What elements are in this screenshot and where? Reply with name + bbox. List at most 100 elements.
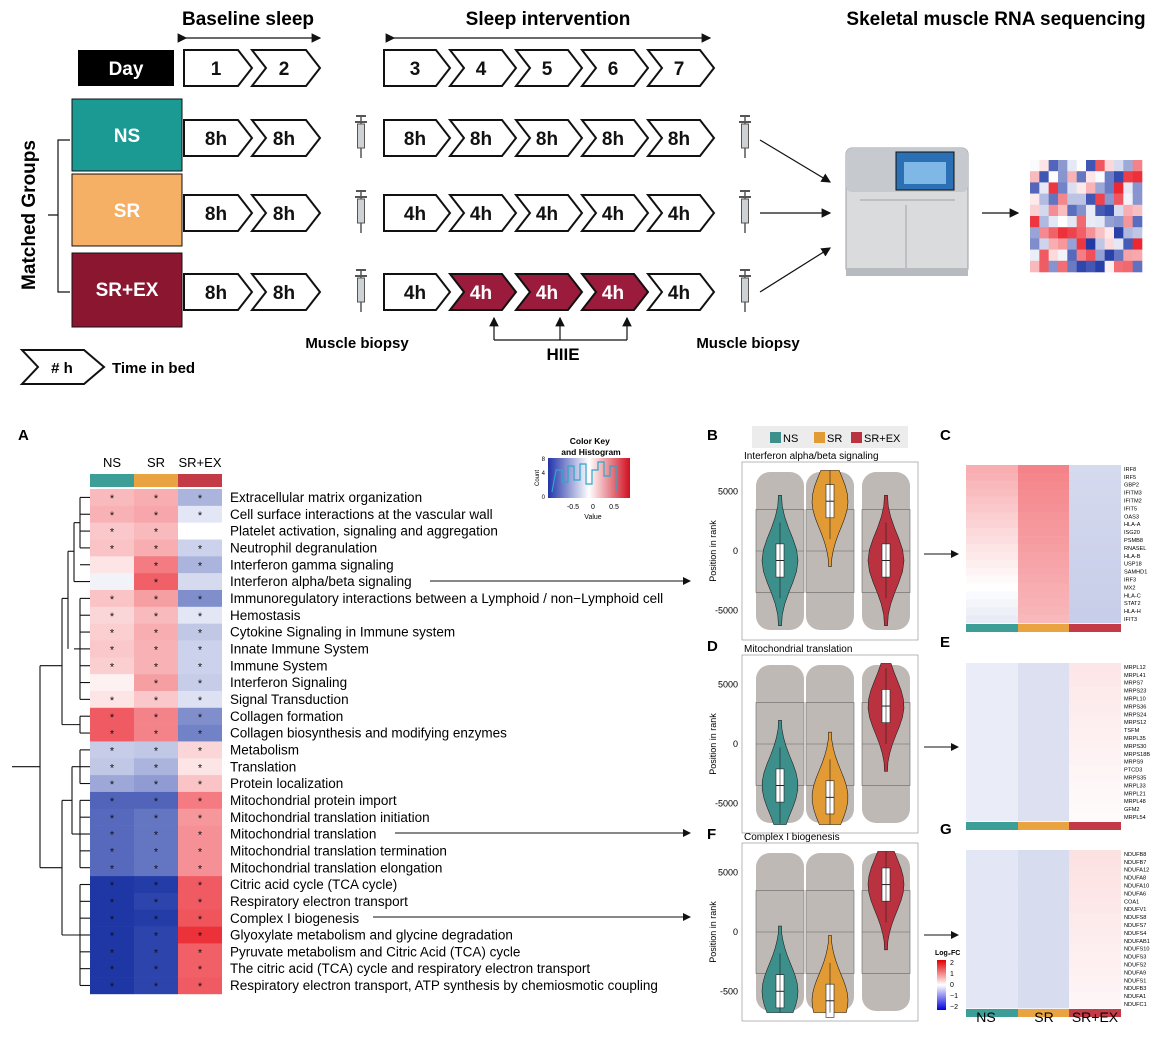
significance-star: * [154,644,159,656]
heatmap-cell [134,657,178,675]
gene-label: NDUFB8 [1124,852,1146,858]
gene-heatmap-cell [966,670,1018,680]
heatmap-cell [90,674,134,692]
significance-star: * [110,510,115,522]
sr-intervention-chevron-5 [645,194,716,232]
heatmap-cell [90,808,134,826]
thumbnail-cell [1104,193,1115,206]
gene-heatmap-cell [1018,504,1070,513]
gene-label: NDUFS7 [1124,923,1146,929]
color-key-ytick-4: 4 [542,471,546,477]
pathway-label: Mitochondrial translation [230,827,376,842]
gene-label: GBP2 [1124,483,1139,489]
gene-heatmap-cell [1069,567,1121,576]
thumbnail-cell [1058,227,1068,239]
heatmap-cell [178,674,222,692]
significance-star: * [154,846,159,858]
gene-label: IFITM3 [1124,491,1142,497]
day-intervention-chevron-4 [579,49,650,87]
sr-ex-baseline-chevron-label-1: 8h [205,283,227,304]
heatmap-cell [178,859,222,877]
gene-heatmap-cell [1018,512,1070,521]
gene-heatmap-cell [1069,992,1121,1001]
gene-heatmap-cell [1069,944,1121,953]
gene-label: NDUFA8 [1124,876,1146,882]
gene-column-color-bar [1069,822,1121,830]
group-label-ns: NS [114,126,140,147]
thumbnail-cell [1039,238,1049,250]
sr-ex-intervention-chevron-3 [513,273,584,311]
gene-heatmap-cell [1069,984,1121,993]
thumbnail-cell [1132,160,1143,172]
day-label-box [78,50,174,86]
gene-label: HLA-H [1124,609,1141,615]
significance-star: * [110,897,115,909]
thumbnail-cell [1104,216,1115,228]
significance-star: * [154,813,159,825]
gene-heatmap-cell [1069,472,1121,482]
thumbnail-cell [1058,216,1068,228]
thumbnail-cell [1030,238,1040,250]
gene-heatmap-cell [966,488,1018,497]
thumbnail-cell [1039,260,1049,273]
heatmap-cell [134,623,178,641]
legend-background [752,426,908,448]
significance-star: * [110,729,115,741]
gene-heatmap-cell [1069,575,1121,584]
pathway-label: Interferon gamma signaling [230,557,394,572]
gene-heatmap-cell [966,496,1018,505]
time-in-bed-label: Time in bed [112,360,195,377]
gene-heatmap-cell [1018,670,1070,680]
gene-label: MRPL10 [1124,697,1146,703]
significance-star: * [154,695,159,707]
gene-heatmap-cell [1018,897,1070,906]
gene-label: MX2 [1124,585,1136,591]
group-label-sr-ex: SR+EX [96,280,159,301]
gene-heatmap-cell [966,686,1018,695]
day-baseline-chevron-1 [183,49,254,87]
thumbnail-cell [1058,249,1068,262]
ns-intervention-chevron-label-5: 8h [668,129,690,150]
gene-label: NDUFAB1 [1124,939,1150,945]
thumbnail-cell [1039,182,1049,194]
heatmap-cell [90,640,134,658]
gene-label: HLA-A [1124,522,1141,528]
pathway-label: Immune System [230,658,328,673]
gene-heatmap-cell [1018,734,1070,743]
violin-ytick: 0 [733,546,738,556]
heatmap-cell [134,573,178,591]
pathway-label: Innate Immune System [230,641,369,656]
heatmap-cell [134,489,178,507]
day-intervention-chevron-label-2: 4 [476,59,487,80]
sr-baseline-chevron-2 [249,194,322,232]
thumbnail-cell [1104,249,1115,262]
gene-label: NDUFS2 [1124,963,1146,969]
significance-star: * [198,897,203,909]
day-baseline-chevron-2 [249,49,322,87]
thumbnail-cell [1104,260,1115,273]
gene-label: MRPS7 [1124,681,1143,687]
significance-star: * [154,560,159,572]
sr-intervention-chevron-label-1: 4h [404,204,426,225]
heatmap-cell [178,724,222,742]
panel-letter: D [707,638,718,655]
pathway-label: Mitochondrial translation elongation [230,860,442,875]
gene-panel-e: EMRPL12MRPL41MRPS7MRPS23MRPL10MRPS36MRPS… [940,634,1150,830]
significance-star: * [110,779,115,791]
significance-star: * [110,931,115,943]
gene-heatmap-cell [1018,984,1070,993]
day-intervention-chevron-1 [383,49,452,87]
pathway-label: Translation [230,759,296,774]
significance-star: * [154,779,159,791]
pathway-label: Pyruvate metabolism and Citric Acid (TCA… [230,944,520,959]
gene-panel-g: GNDUFB8NDUFB7NDUFA12NDUFA8NDUFA10NDUFA6C… [940,821,1150,1017]
ns-intervention-chevron-label-1: 8h [404,129,426,150]
heatmap-cell [134,926,178,944]
heatmap-cell [134,909,178,927]
group-box-sr: SR [71,173,183,247]
violin-panel-title: Mitochondrial translation [744,644,852,655]
gene-heatmap-cell [966,480,1018,489]
